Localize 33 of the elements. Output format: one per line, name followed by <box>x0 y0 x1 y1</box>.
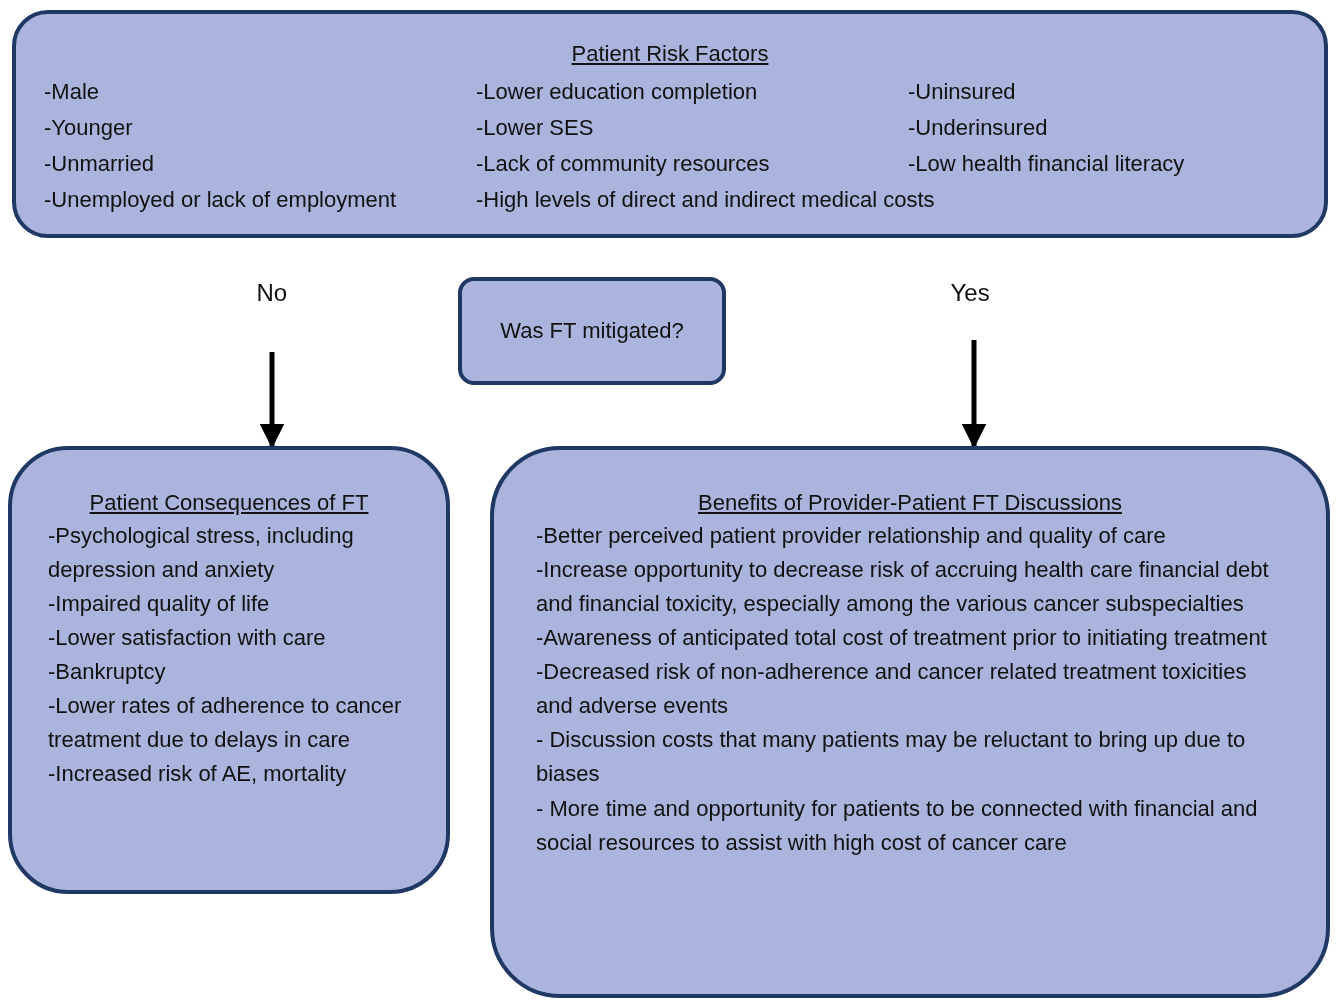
list-item: -Better perceived patient provider relationship and quality of care <box>536 521 1167 550</box>
question-text: Was FT mitigated? <box>500 317 684 346</box>
rounded-box <box>12 10 1328 238</box>
list-item: -Awareness of anticipated total cost of treatment prior to initiating treatment <box>536 624 1268 653</box>
list-item: -Psychological stress, including depression and anxiety <box>48 521 355 584</box>
list-item: - More time and opportunity for patients to be connected with financial and social resources to assist with high cost of cancer care <box>536 794 1259 857</box>
list-item: -Unemployed or lack of employment <box>44 186 397 214</box>
arrow <box>259 352 285 449</box>
list-item: -Male <box>44 78 99 106</box>
list-item: -Bankruptcy <box>48 658 167 687</box>
list-item: -Increase opportunity to decrease risk of accruing health care financial debt and financial toxicity, especially among the various cancer subspecialties <box>536 555 1270 618</box>
list-item: -Low health financial literacy <box>908 150 1185 178</box>
list-item: -Underinsured <box>908 114 1048 142</box>
list-item: -Decreased risk of non-adherence and cancer related treatment toxicities and adverse events <box>536 658 1248 721</box>
list-item: -Unmarried <box>44 150 155 178</box>
box-heading: Patient Risk Factors <box>570 40 770 68</box>
list-item: -Younger <box>44 114 133 142</box>
list-item: -Lower SES <box>476 114 594 142</box>
list-item: -Lower education completion <box>476 78 758 106</box>
list-item: -Impaired quality of life <box>48 590 271 618</box>
question-box <box>458 277 726 385</box>
box-heading: Patient Consequences of FT <box>88 489 370 517</box>
list-item: -Lower satisfaction with care <box>48 624 327 653</box>
list-item: -Lower rates of adherence to cancer treatment due to delays in care <box>48 692 403 755</box>
list-item: -Increased risk of AE, mortality <box>48 760 348 789</box>
rounded-box <box>490 446 1330 998</box>
list-item: -Lack of community resources <box>476 150 770 178</box>
arrow <box>961 340 987 449</box>
list-item: - Discussion costs that many patients may be reluctant to bring up due to biases <box>536 726 1247 789</box>
box-heading: Benefits of Provider-Patient FT Discussions <box>697 489 1123 517</box>
list-item: -High levels of direct and indirect medical costs <box>476 186 935 214</box>
list-item: -Uninsured <box>908 78 1016 106</box>
rounded-box <box>8 446 450 894</box>
